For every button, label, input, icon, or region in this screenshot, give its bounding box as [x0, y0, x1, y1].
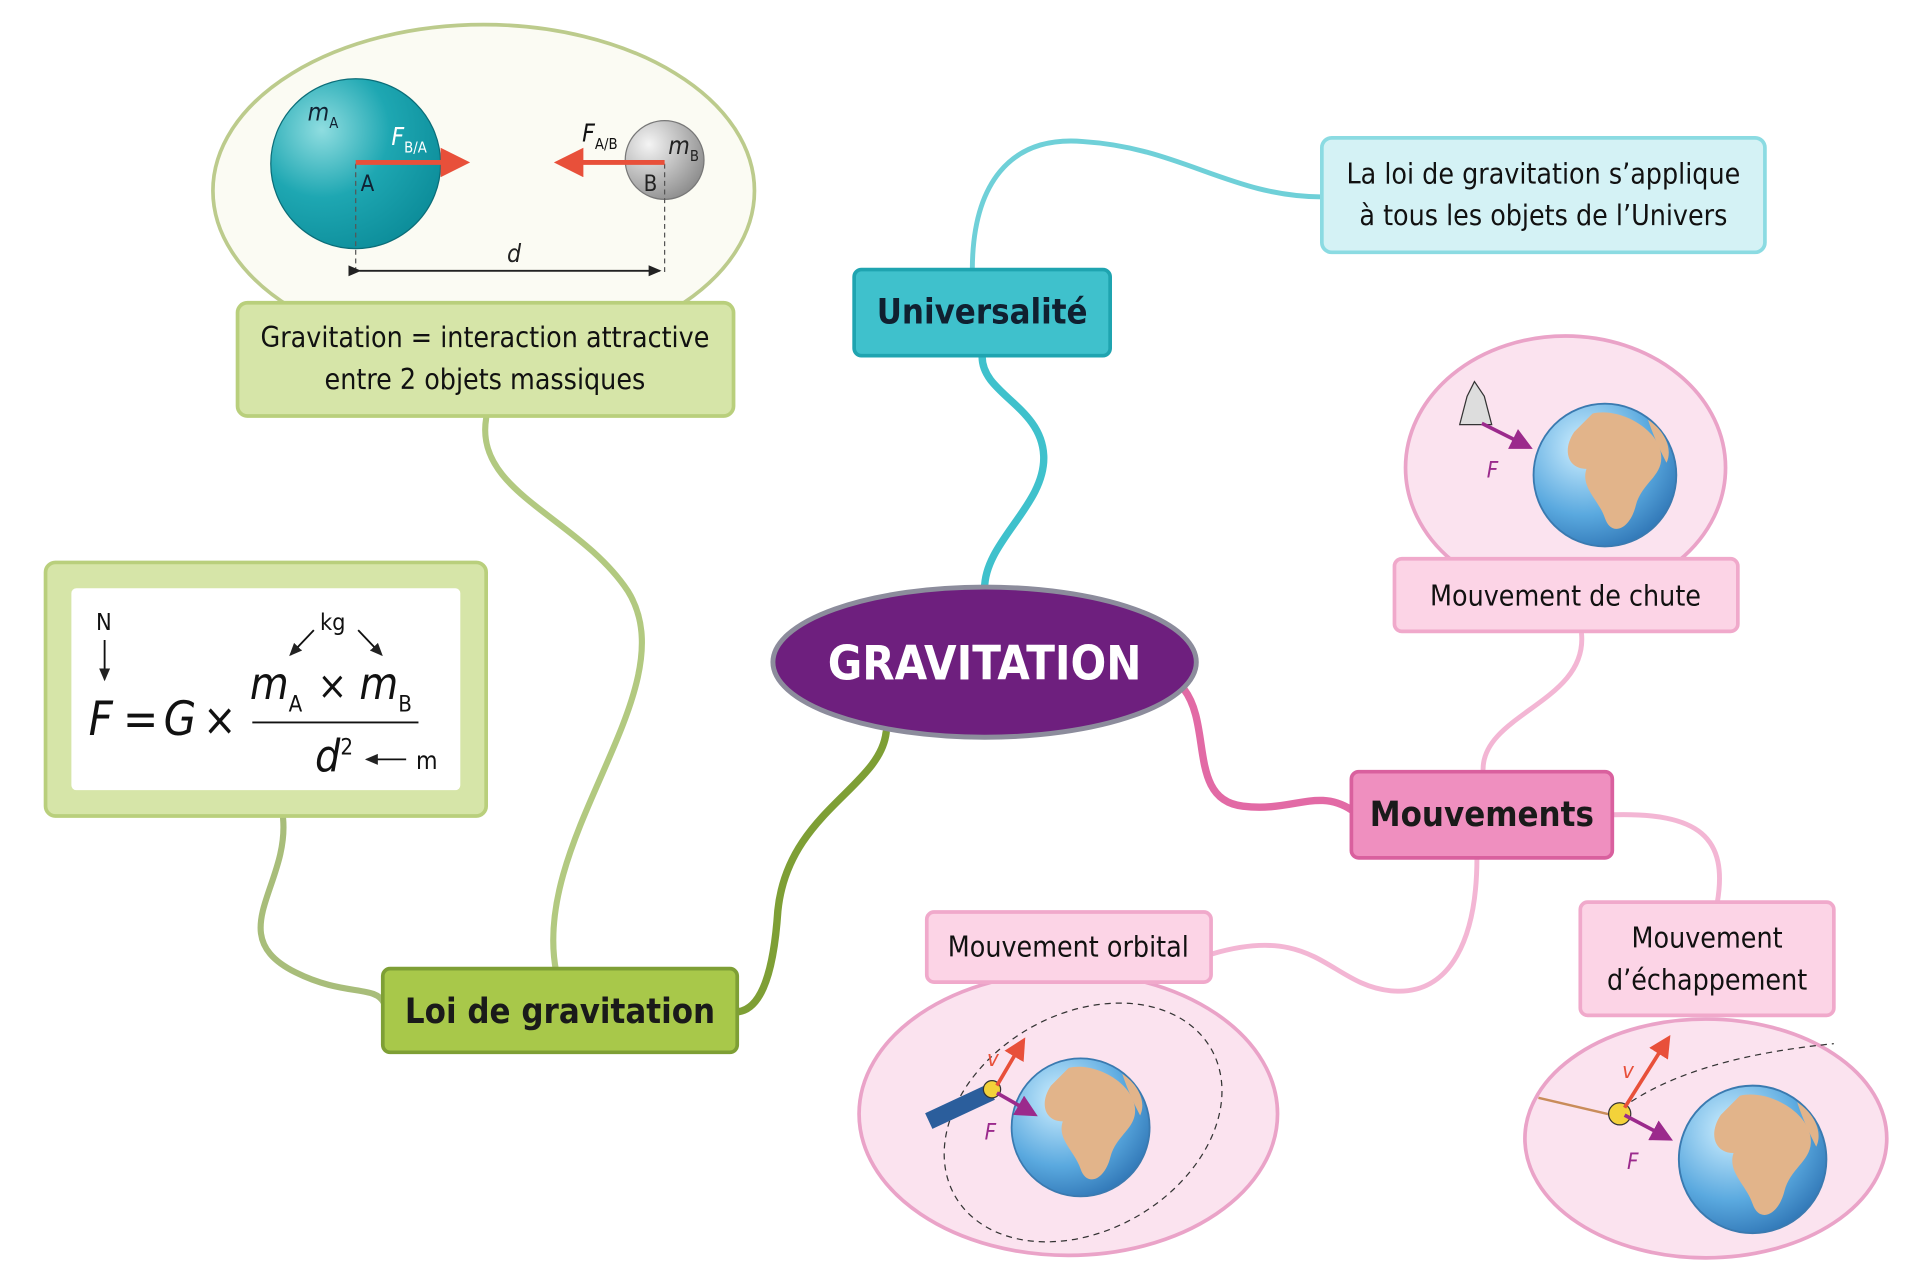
point-A-label: A	[361, 171, 375, 197]
force-BA-label: FB/A	[391, 122, 426, 156]
point-B-label: B	[644, 171, 658, 197]
branch-loi-de-gravitation[interactable]: Loi de gravitation	[380, 966, 740, 1055]
two-bodies-illustration: mA FB/A FA/B mB A B d	[211, 22, 757, 359]
svg-text:entre 2 objets massiques: entre 2 objets massiques	[325, 363, 646, 396]
svg-text:×: ×	[318, 663, 348, 709]
child-mouvement-echappement[interactable]: Mouvement d’échappement	[1578, 900, 1836, 1018]
svg-text:m: m	[416, 746, 438, 775]
child-mouvement-de-chute[interactable]: Mouvement de chute	[1392, 556, 1740, 634]
central-node-gravitation[interactable]: GRAVITATION	[770, 584, 1199, 740]
svg-text:d2: d2	[315, 732, 353, 783]
orbital-illustration: v F	[857, 970, 1280, 1258]
mB-label: mB	[668, 131, 699, 165]
branch-mouvements[interactable]: Mouvements	[1349, 769, 1615, 860]
svg-text:kg: kg	[320, 608, 346, 636]
svg-text:v: v	[1622, 1058, 1635, 1084]
definition-box: Gravitation = interaction attractive ent…	[235, 300, 736, 418]
universality-note: La loi de gravitation s’applique à tous …	[1320, 136, 1767, 255]
formula-box: N kg F = G × mA × mB d2 m	[43, 560, 488, 818]
force-AB-label: FA/B	[582, 119, 617, 153]
svg-text:F: F	[1487, 458, 1499, 484]
child-mouvement-orbital[interactable]: Mouvement orbital	[924, 910, 1213, 984]
escape-illustration: v F	[1523, 1017, 1889, 1260]
svg-text:Mouvement de chute: Mouvement de chute	[1430, 580, 1701, 613]
svg-text:F: F	[1627, 1149, 1639, 1175]
svg-text:F: F	[985, 1120, 997, 1146]
svg-text:d’échappement: d’échappement	[1607, 964, 1807, 997]
svg-text:N: N	[96, 608, 112, 636]
svg-text:Universalité: Universalité	[877, 293, 1088, 333]
distance-label: d	[507, 239, 522, 268]
svg-text:=: =	[123, 693, 158, 747]
branch-universalite[interactable]: Universalité	[852, 267, 1112, 358]
svg-text:F: F	[89, 693, 114, 747]
mA-label: mA	[308, 98, 339, 132]
svg-text:Loi de gravitation: Loi de gravitation	[405, 992, 715, 1032]
svg-text:mB: mB	[359, 659, 412, 717]
connectors	[257, 138, 1722, 1016]
svg-text:Gravitation = interaction attr: Gravitation = interaction attractive	[260, 321, 709, 354]
svg-text:à tous les objets de l’Univers: à tous les objets de l’Univers	[1359, 199, 1727, 232]
svg-text:Mouvement: Mouvement	[1632, 922, 1783, 955]
svg-text:v: v	[987, 1046, 1000, 1072]
svg-text:mA: mA	[250, 659, 303, 717]
svg-text:GRAVITATION: GRAVITATION	[828, 637, 1142, 691]
svg-text:×: ×	[203, 695, 236, 746]
svg-text:Mouvements: Mouvements	[1370, 795, 1594, 835]
svg-text:La loi de gravitation s’appliq: La loi de gravitation s’applique	[1347, 157, 1741, 190]
svg-text:Mouvement orbital: Mouvement orbital	[948, 930, 1189, 963]
svg-text:G: G	[164, 693, 197, 747]
